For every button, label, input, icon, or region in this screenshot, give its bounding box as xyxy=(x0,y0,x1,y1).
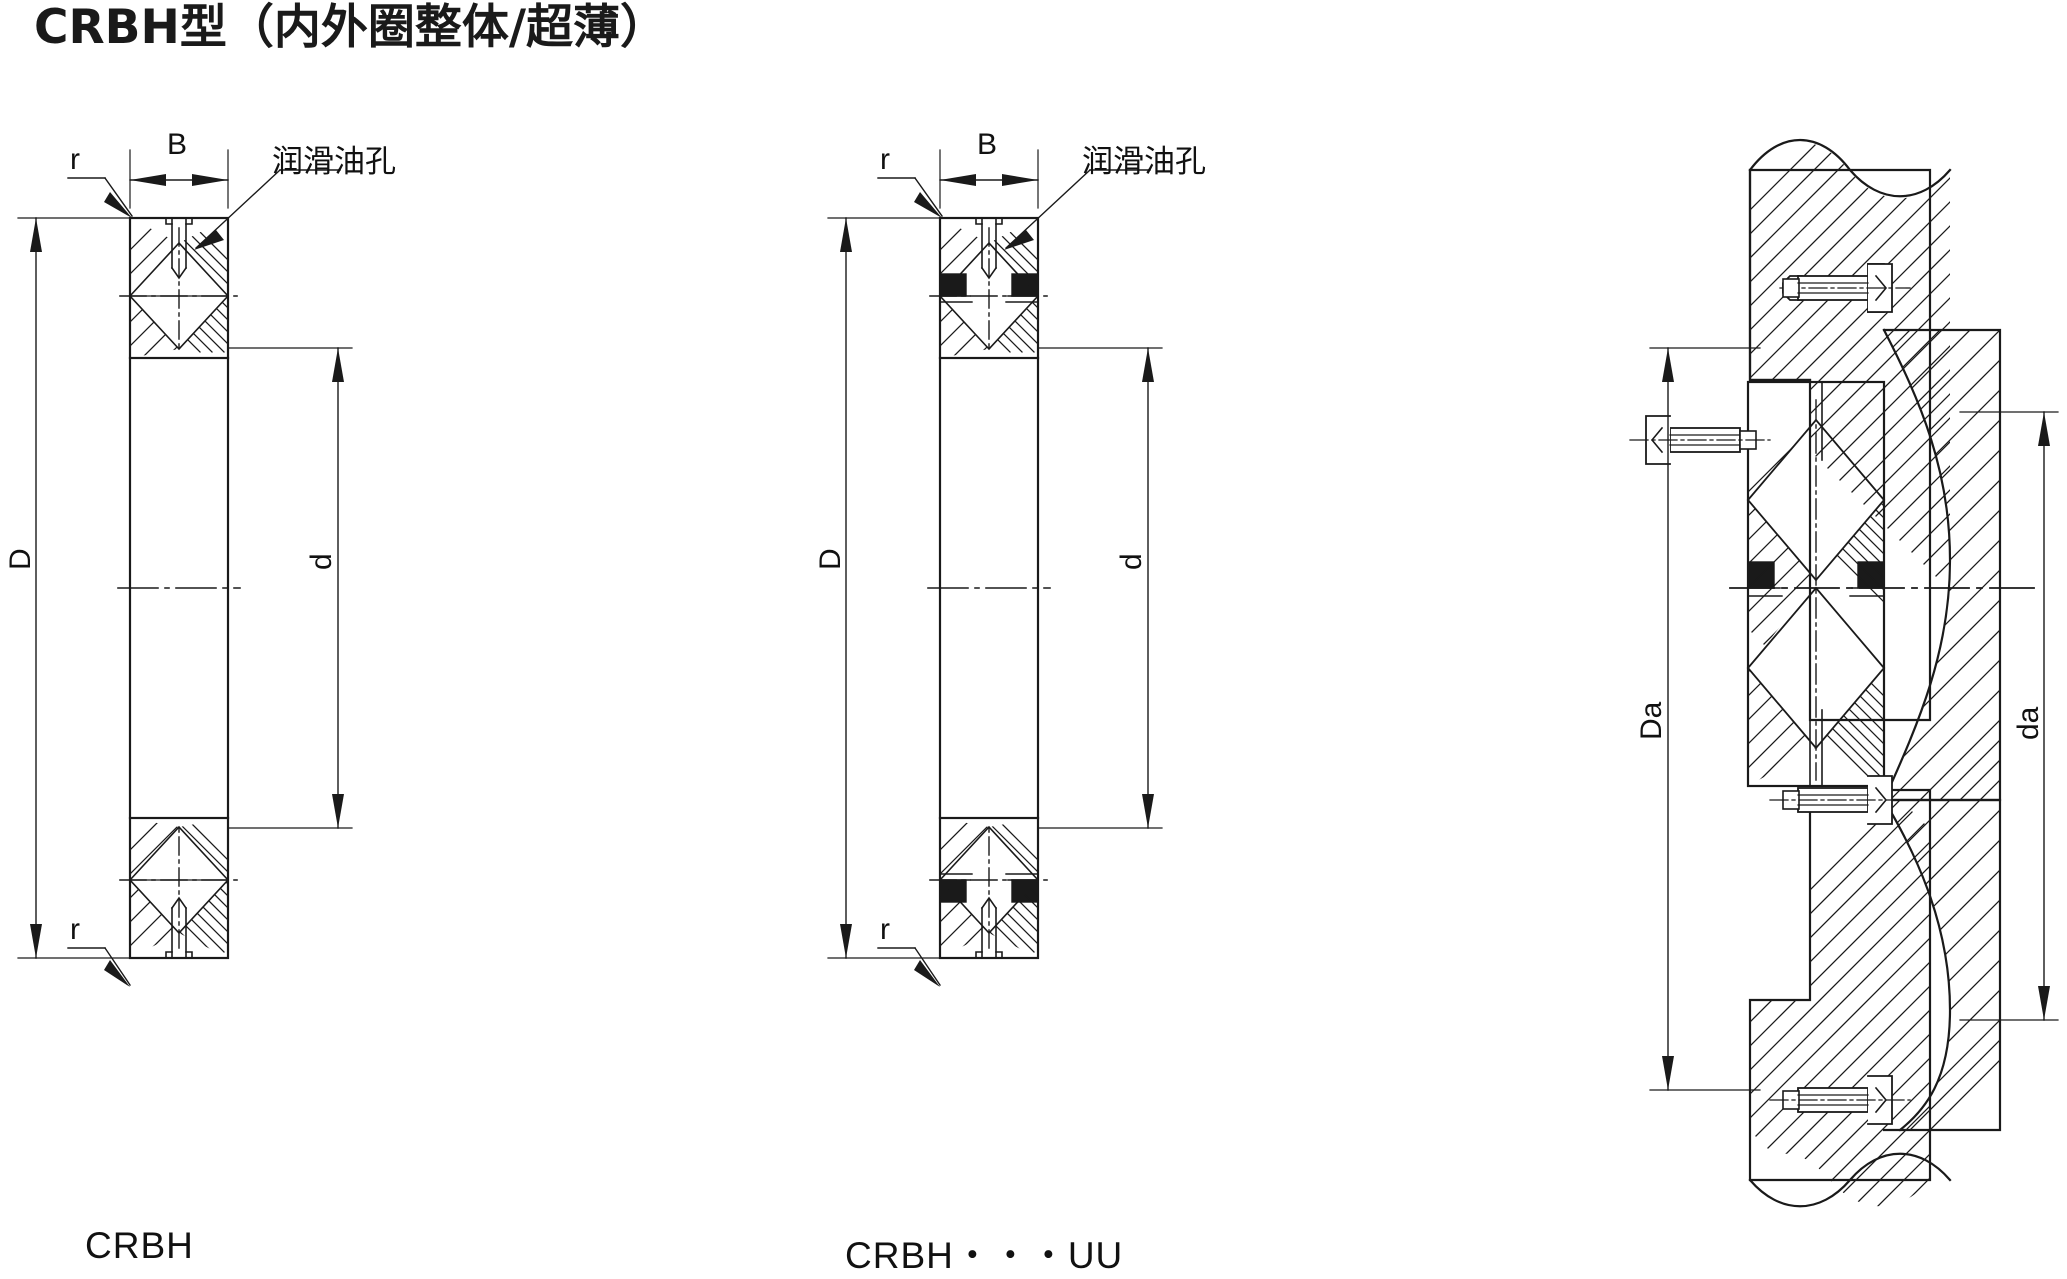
page-title: CRBH型（内外圈整体/超薄） xyxy=(34,0,668,55)
label-oil-hole-fig1: 润滑油孔 xyxy=(272,144,396,180)
seal-upper-right xyxy=(1011,273,1039,297)
mounting-assembly-drawing xyxy=(1629,138,2059,1208)
label-fillet-r-bottom-fig2: r xyxy=(880,913,890,946)
label-width-b-fig1: B xyxy=(167,128,188,161)
figure-mounting-assembly: Da da xyxy=(1480,0,2067,1279)
label-oil-hole-fig2: 润滑油孔 xyxy=(1082,144,1206,180)
crbh-open-drawing xyxy=(17,149,353,987)
bolt-2 xyxy=(1629,415,1771,465)
label-outer-dia-d-fig1: D xyxy=(4,548,37,570)
caption-crbh: CRBH xyxy=(85,1225,194,1266)
label-inner-dia-d-fig2: d xyxy=(1115,553,1148,570)
label-inner-dia-d-fig1: d xyxy=(305,553,338,570)
bolt-1 xyxy=(1779,263,1911,313)
label-shaft-shoulder-da: da xyxy=(2012,706,2045,740)
label-fillet-r-top-fig1: r xyxy=(70,143,80,176)
label-width-b-fig2: B xyxy=(977,128,998,161)
figure-crbh-uu-sealed: r r B 润滑油孔 D d xyxy=(780,0,1280,1279)
label-outer-dia-d-fig2: D xyxy=(814,548,847,570)
label-fillet-r-top-fig2: r xyxy=(880,143,890,176)
bolt-3 xyxy=(1769,775,1911,825)
seal-upper-left xyxy=(939,273,967,297)
crbh-uu-drawing xyxy=(827,149,1163,987)
caption-crbh-uu: CRBH・・・UU xyxy=(845,1235,1124,1276)
figure-crbh-open: r r B 润滑油孔 D d xyxy=(0,0,480,1279)
label-housing-shoulder-da: Da xyxy=(1635,701,1668,740)
bolt-4 xyxy=(1769,1075,1911,1125)
label-fillet-r-bottom-fig1: r xyxy=(70,913,80,946)
